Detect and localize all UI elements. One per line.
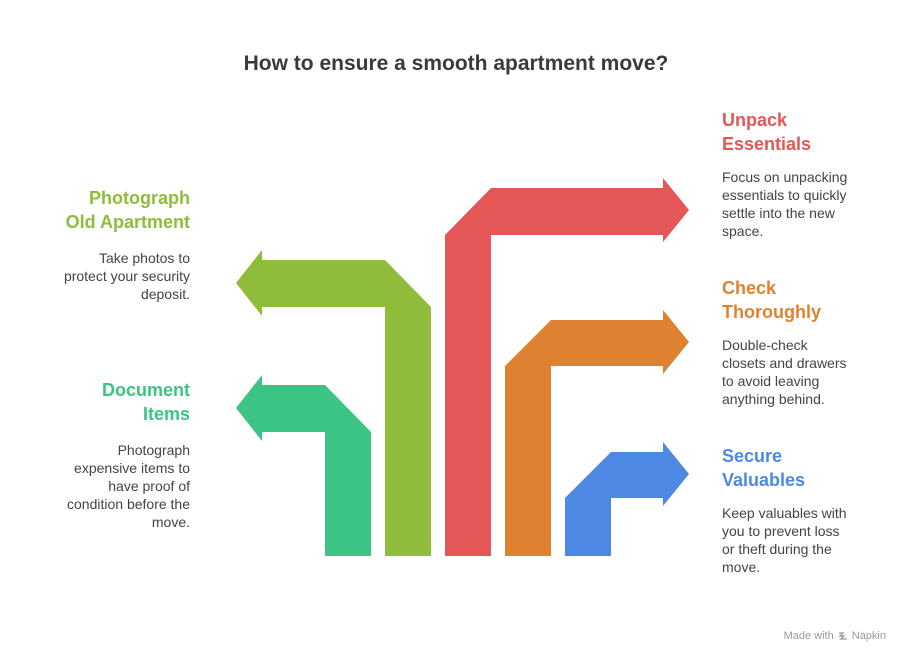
photograph-apartment-arrow [236, 250, 431, 556]
check-thoroughly-arrow [505, 310, 689, 556]
secure-heading: Secure Valuables [722, 446, 806, 490]
secure-valuables-arrow [565, 442, 689, 556]
napkin-logo-icon [838, 632, 847, 640]
unpack-heading: Unpack Essentials [722, 110, 812, 154]
unpack-description: Focus on unpacking essentials to quickly… [722, 169, 848, 239]
napkin-brand-label: Napkin [851, 630, 886, 642]
secure-description: Keep valuables with you to prevent loss … [722, 505, 847, 575]
document-items-arrow [236, 375, 371, 556]
photograph-description: Take photos to protect your security dep… [63, 250, 190, 302]
check-heading: Check Thoroughly [722, 278, 821, 322]
photograph-heading: Photograph Old Apartment [65, 188, 190, 232]
document-description: Photograph expensive items to have proof… [67, 442, 190, 530]
made-with-label: Made with [783, 630, 834, 642]
document-heading: Document Items [101, 380, 190, 424]
check-description: Double-check closets and drawers to avoi… [722, 337, 847, 407]
unpack-essentials-arrow [445, 178, 689, 556]
page-title: How to ensure a smooth apartment move? [243, 52, 669, 75]
made-with-napkin-footer[interactable]: Made with Napkin [784, 630, 886, 642]
